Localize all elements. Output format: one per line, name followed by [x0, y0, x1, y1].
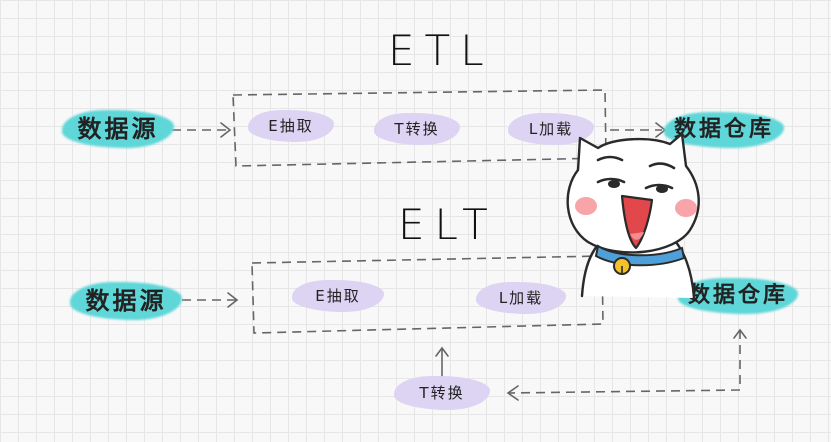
- elt-source-node: 数据源: [70, 282, 182, 320]
- etl-title: ETL: [388, 26, 494, 75]
- elt-transform-highlight: [394, 376, 490, 410]
- etl-target-node: 数据仓库: [664, 112, 784, 148]
- etl-extract-node: E抽取: [248, 110, 334, 142]
- etl-source-label: 数据源: [77, 115, 159, 143]
- etl-transform-node: T转换: [374, 113, 460, 145]
- elt-extract-node: E抽取: [292, 280, 384, 312]
- elt-source-label: 数据源: [85, 287, 167, 315]
- elt-target-highlight: [678, 278, 798, 314]
- elt-extract-highlight: [292, 280, 384, 312]
- elt-arrowhead-in: [227, 292, 239, 308]
- elt-load-highlight: [476, 282, 566, 314]
- elt-load-label: L加载: [498, 289, 544, 307]
- elt-target-label: 数据仓库: [687, 283, 788, 308]
- elt-source-highlight: [70, 282, 182, 320]
- elt-arrowhead-up-target: [733, 328, 747, 339]
- etl-extract-highlight: [248, 110, 334, 142]
- etl-transform-label: T转换: [394, 120, 440, 138]
- elt-target-node: 数据仓库: [678, 278, 798, 314]
- elt-title: ELT: [398, 200, 498, 249]
- elt-extract-label: E抽取: [315, 287, 361, 305]
- etl-arrowhead-in: [220, 122, 232, 138]
- elt-arrowhead-left: [506, 385, 519, 401]
- cat-sticker-icon: [566, 132, 700, 300]
- elt-transform-loop: [507, 330, 741, 394]
- etl-transform-highlight: [374, 113, 460, 145]
- elt-transform-node: T转换: [394, 376, 490, 410]
- elt-arrowhead-up-transform: [435, 346, 449, 357]
- etl-source-node: 数据源: [62, 110, 174, 148]
- elt-transform-label: T转换: [419, 384, 465, 402]
- etl-target-label: 数据仓库: [673, 117, 774, 142]
- etl-extract-label: E抽取: [268, 117, 314, 135]
- elt-container-box: [251, 255, 604, 334]
- etl-load-label: L加载: [528, 120, 574, 138]
- elt-load-node: L加载: [476, 282, 566, 314]
- etl-load-node: L加载: [508, 113, 594, 145]
- etl-source-highlight: [62, 110, 174, 148]
